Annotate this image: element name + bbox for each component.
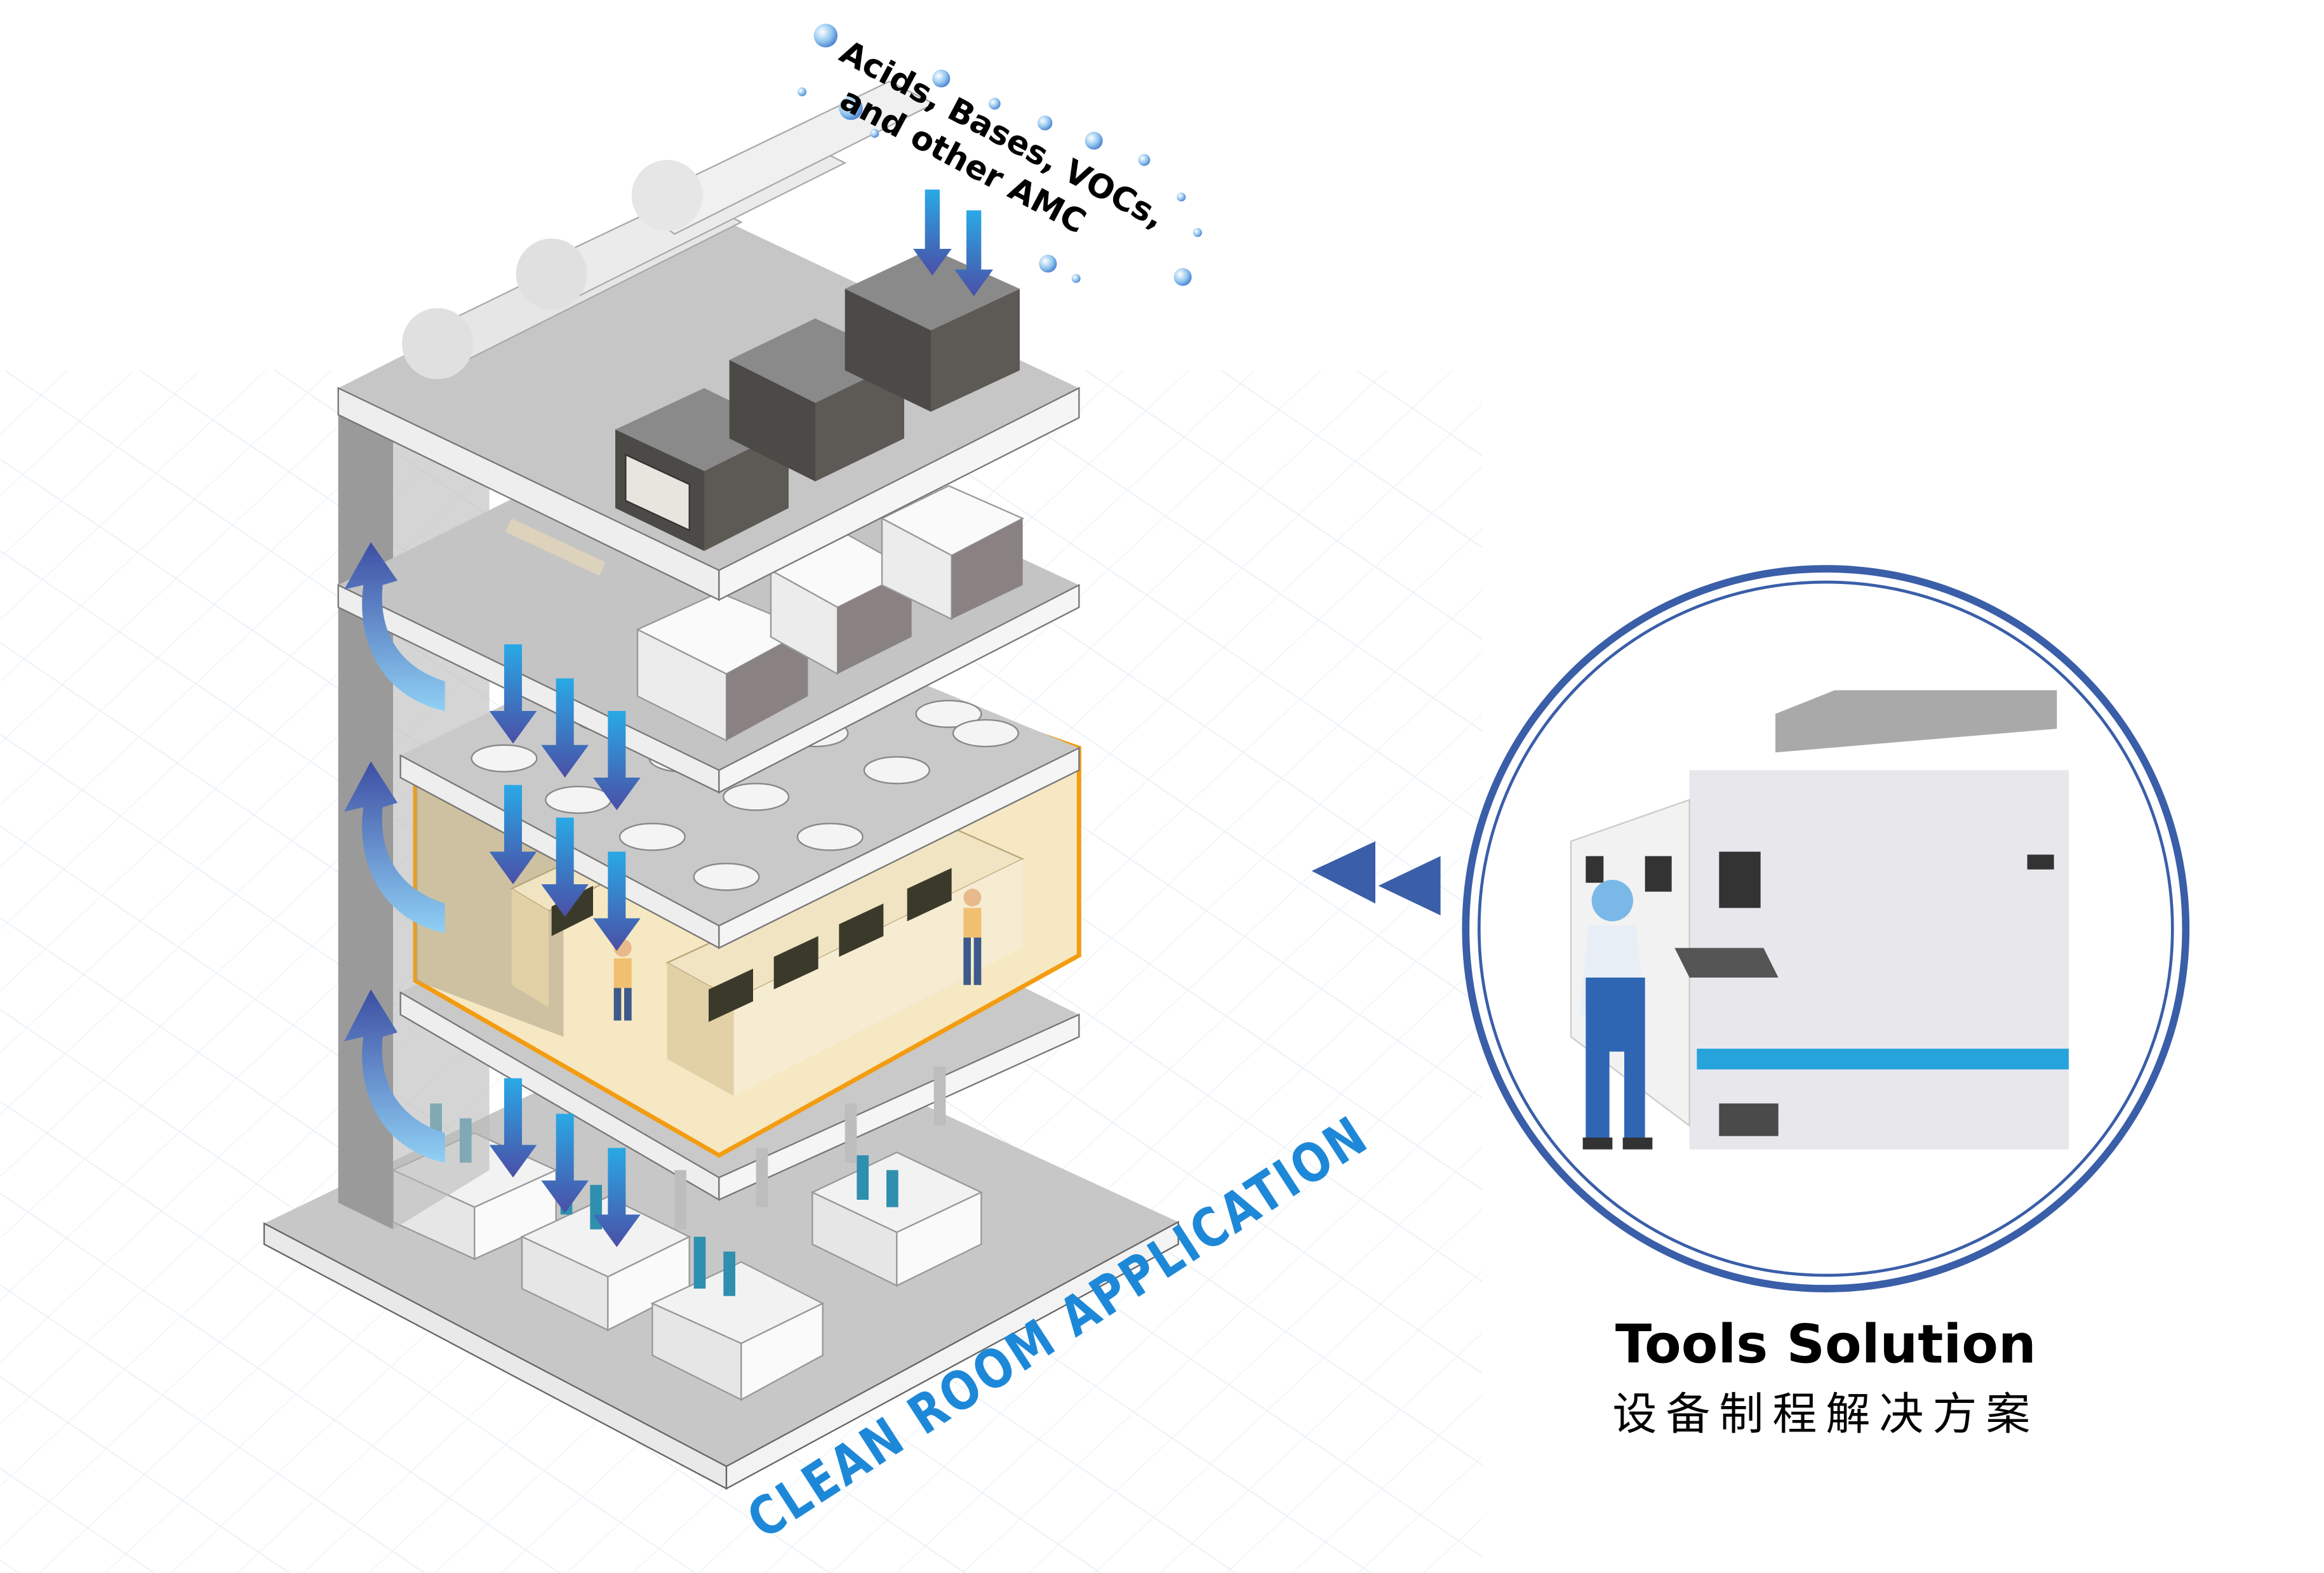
supply-air-arrows [489, 189, 993, 1247]
duct-pipe [505, 518, 606, 576]
worker-figures [613, 889, 982, 1021]
roof-ducts [402, 81, 936, 380]
air-handlers [636, 485, 1025, 742]
operator-figure [1580, 880, 1653, 1150]
control-consoles [510, 828, 1025, 1096]
return-air-arrows [344, 542, 445, 1163]
tools-title: Tools Solution [1615, 1313, 2036, 1376]
ground-slab [263, 1007, 1179, 1490]
chemical-filter-boxes [615, 249, 1020, 551]
pointer-arrows-icon [1311, 841, 1441, 915]
amc-particles [798, 23, 1202, 286]
tools-circle [1462, 565, 2190, 1292]
support-columns [674, 1066, 946, 1230]
tools-subtitle: 设备制程解决方案 [1612, 1388, 2039, 1440]
